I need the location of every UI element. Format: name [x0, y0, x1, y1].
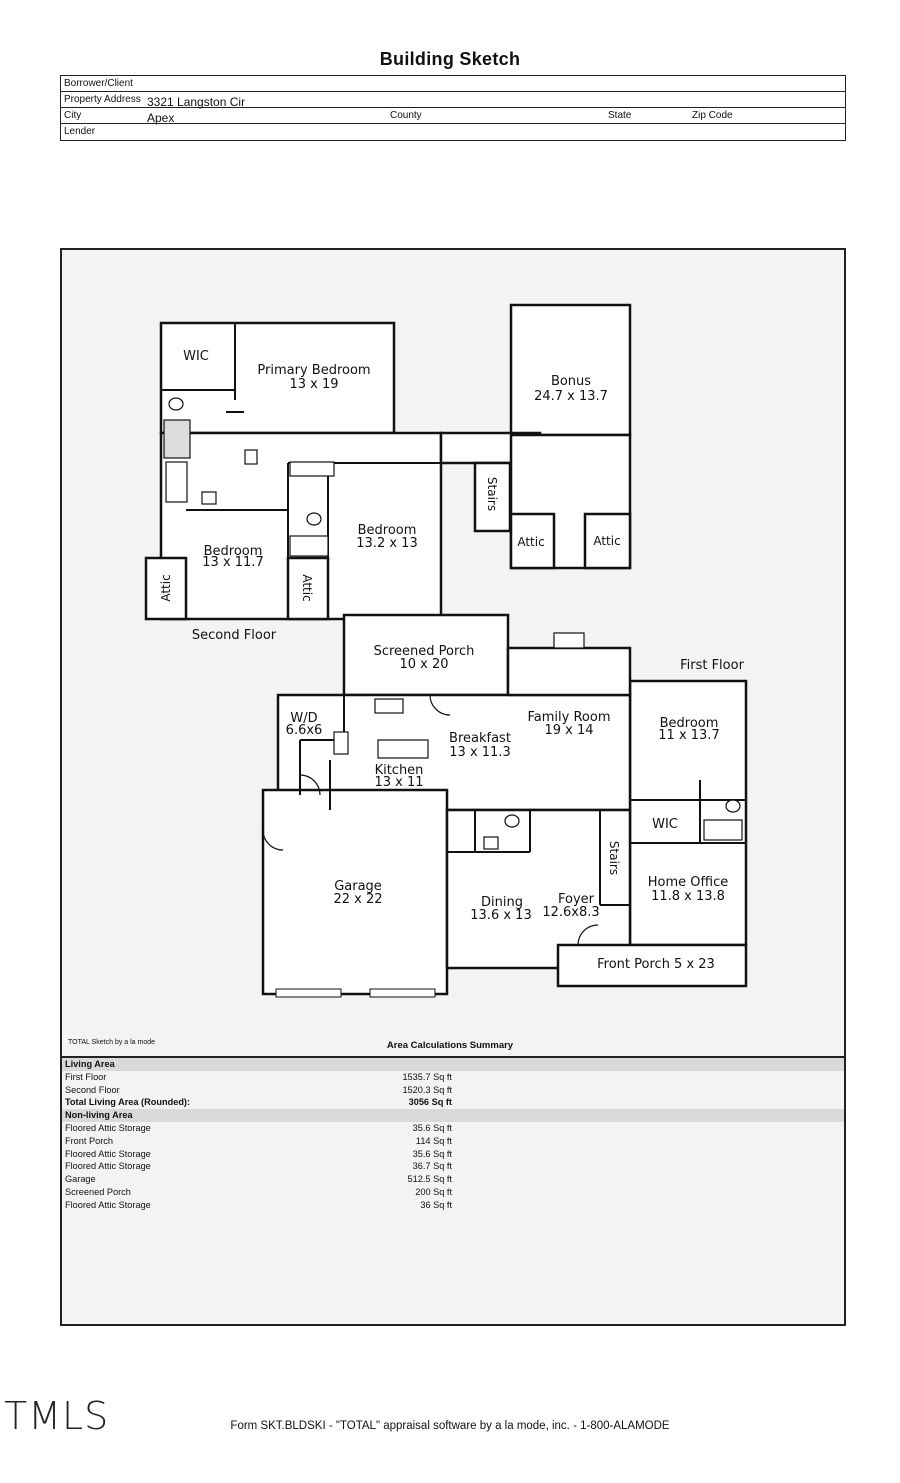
table-row: Front Porch 114 Sq ft — [62, 1135, 844, 1148]
row-value: 200 Sq ft — [415, 1186, 452, 1197]
nonliving-area-header: Non-living Area — [62, 1109, 844, 1122]
area-summary-table: Living Area First Floor 1535.7 Sq ft Sec… — [62, 1056, 844, 1212]
foyer-label: Foyer — [558, 892, 595, 907]
stairs-lower-label: Stairs — [607, 841, 621, 875]
table-row: Screened Porch 200 Sq ft — [62, 1186, 844, 1199]
row-value: 36 Sq ft — [420, 1199, 452, 1210]
lender-row: Lender — [61, 124, 845, 140]
sketch-credit: TOTAL Sketch by a la mode — [68, 1039, 156, 1046]
primary-bedroom-shape — [159, 321, 396, 435]
row-value: 35.6 Sq ft — [412, 1122, 452, 1133]
table-row: Floored Attic Storage 35.6 Sq ft — [62, 1122, 844, 1135]
wd-label: W/D — [290, 711, 317, 726]
zip-label: Zip Code — [692, 110, 733, 121]
table-row: Floored Attic Storage 35.6 Sq ft — [62, 1148, 844, 1161]
area-summary-title: Area Calculations Summary — [386, 1040, 514, 1051]
attic-label-2: Attic — [593, 534, 620, 548]
total-label: Total Living Area (Rounded): — [65, 1097, 191, 1108]
address-row: Property Address 3321 Langston Cir — [61, 92, 845, 109]
row-label: Garage — [65, 1174, 96, 1185]
row-value: 35.6 Sq ft — [412, 1148, 452, 1159]
kitchen-label: Kitchen — [375, 763, 424, 778]
bedroom-first-dim: 11 x 13.7 — [658, 728, 719, 743]
borrower-label: Borrower/Client — [64, 78, 133, 89]
table-row: Floored Attic Storage 36 Sq ft — [62, 1199, 844, 1212]
bedroom-2-dim: 13.2 x 13 — [356, 536, 417, 551]
address-label: Property Address — [64, 94, 141, 105]
attic-label-4: Attic — [300, 574, 314, 601]
wic-lower-label: WIC — [652, 817, 678, 832]
garage-shape — [261, 788, 449, 996]
city-label: City — [64, 110, 82, 121]
living-area-header: Living Area — [62, 1058, 844, 1071]
stairs-upper-label: Stairs — [485, 477, 499, 511]
row-label: First Floor — [65, 1071, 107, 1082]
city-row: City Apex County State Zip Code — [61, 108, 845, 125]
bedroom-3-dim: 13 x 11.7 — [202, 555, 263, 570]
family-room-dim: 19 x 14 — [544, 723, 593, 738]
attic-label-3: Attic — [159, 574, 173, 601]
row-label: Front Porch — [65, 1135, 113, 1146]
bedroom-first-label: Bedroom — [660, 716, 719, 731]
row-label: Floored Attic Storage — [65, 1161, 151, 1172]
floor-plan: WIC Primary Bedroom 13 x 19 Bonus 24.7 x… — [144, 303, 748, 998]
table-row: Floored Attic Storage 36.7 Sq ft — [62, 1160, 844, 1173]
county-label: County — [390, 110, 422, 121]
row-value: 1520.3 Sq ft — [402, 1084, 452, 1095]
garage-dim: 22 x 22 — [333, 892, 382, 907]
row-label: Floored Attic Storage — [65, 1122, 151, 1133]
row-label: Second Floor — [65, 1084, 120, 1095]
table-row: Garage 512.5 Sq ft — [62, 1173, 844, 1186]
form-footer: Form SKT.BLDSKI - "TOTAL" appraisal soft… — [230, 1420, 670, 1432]
family-room-label: Family Room — [528, 710, 611, 725]
property-header: Borrower/Client Property Address 3321 La… — [60, 75, 846, 141]
breakfast-dim: 13 x 11.3 — [449, 745, 510, 760]
row-value: 1535.7 Sq ft — [402, 1071, 452, 1082]
tmls-watermark-logo: TMLS — [4, 1394, 110, 1438]
garage-label: Garage — [334, 879, 382, 894]
home-office-label: Home Office — [648, 875, 728, 890]
front-porch-label: Front Porch 5 x 23 — [597, 957, 715, 972]
wic-upper-label: WIC — [183, 349, 209, 364]
screened-porch-dim: 10 x 20 — [399, 657, 448, 672]
row-value: 36.7 Sq ft — [412, 1161, 452, 1172]
row-label: Floored Attic Storage — [65, 1148, 151, 1159]
bonus-dim: 24.7 x 13.7 — [534, 389, 608, 404]
wd-dim: 6.6x6 — [286, 723, 323, 738]
foyer-dim: 12.6x8.3 — [542, 905, 599, 920]
second-floor-label: Second Floor — [192, 628, 277, 643]
table-row: First Floor 1535.7 Sq ft — [62, 1071, 844, 1084]
table-row: Second Floor 1520.3 Sq ft — [62, 1084, 844, 1097]
nonliving-area-heading: Non-living Area — [65, 1110, 133, 1121]
borrower-row: Borrower/Client — [61, 76, 845, 92]
row-label: Floored Attic Storage — [65, 1199, 151, 1210]
lender-label: Lender — [64, 126, 96, 137]
home-office-dim: 11.8 x 13.8 — [651, 889, 725, 904]
dining-label: Dining — [481, 895, 523, 910]
row-label: Screened Porch — [65, 1186, 131, 1197]
bonus-label: Bonus — [551, 374, 591, 389]
kitchen-dim: 13 x 11 — [374, 775, 423, 790]
bedroom-2-label: Bedroom — [358, 523, 417, 538]
row-value: 512.5 Sq ft — [407, 1174, 452, 1185]
primary-bedroom-dim: 13 x 19 — [289, 377, 338, 392]
state-label: State — [608, 110, 632, 121]
row-value: 114 Sq ft — [415, 1135, 452, 1146]
living-area-heading: Living Area — [65, 1059, 115, 1069]
primary-bedroom-label: Primary Bedroom — [257, 363, 370, 378]
dining-dim: 13.6 x 13 — [470, 908, 531, 923]
breakfast-label: Breakfast — [449, 731, 511, 746]
first-floor-label: First Floor — [680, 658, 744, 673]
total-value: 3056 Sq ft — [408, 1097, 452, 1108]
address-value: 3321 Langston Cir — [147, 95, 246, 109]
screened-porch-label: Screened Porch — [374, 644, 475, 659]
bedroom-3-label: Bedroom — [204, 544, 263, 559]
attic-label-1: Attic — [517, 535, 544, 549]
total-living-row: Total Living Area (Rounded): 3056 Sq ft — [62, 1096, 844, 1109]
page-title: Building Sketch — [379, 49, 521, 69]
city-value: Apex — [147, 111, 175, 125]
